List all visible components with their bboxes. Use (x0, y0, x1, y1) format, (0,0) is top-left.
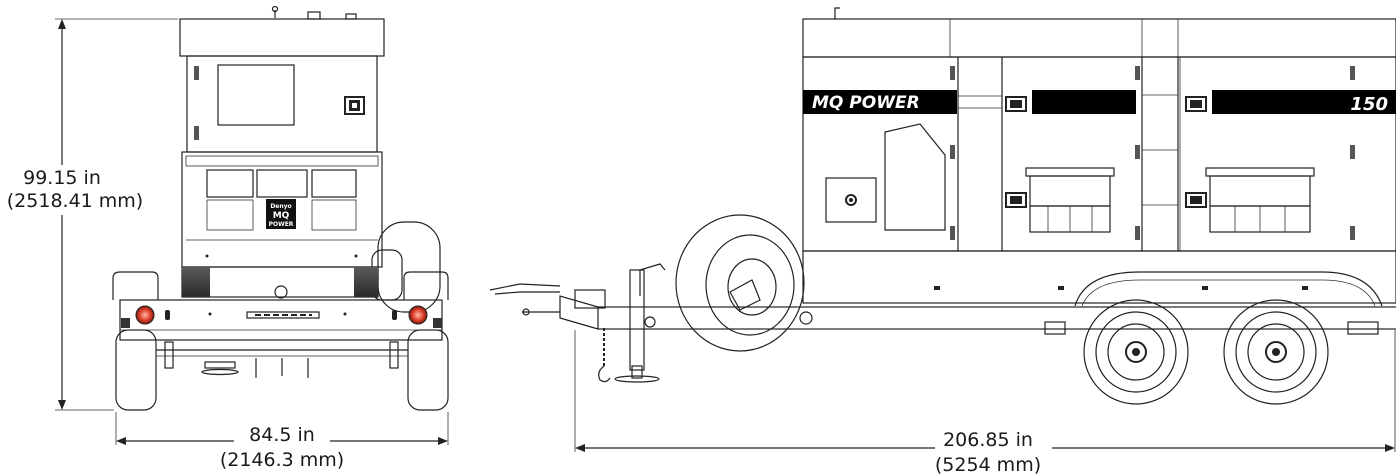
side-brand-logo: MQ POWER (812, 93, 920, 113)
side-view: MQ POWER 150 (489, 7, 1396, 476)
side-control-box (825, 177, 877, 223)
height-dimension: 99.15 in (2518.41 mm) (7, 18, 178, 411)
front-bumper (119, 299, 443, 341)
side-vent-right (1205, 167, 1315, 233)
front-window (217, 64, 295, 126)
side-brand-band-mid (1032, 90, 1136, 114)
side-wheel-rear (1223, 299, 1329, 405)
side-ladder (1142, 94, 1178, 206)
side-model-badge: 150 (1350, 94, 1388, 115)
front-view: Denyo MQ POWER (7, 5, 449, 471)
front-tire-right (407, 329, 449, 411)
front-enclosure-top (179, 18, 385, 57)
front-undercarriage (156, 341, 408, 378)
front-tire-left (115, 329, 157, 411)
length-dimension: 206.85 in (5254 mm) (574, 330, 1396, 476)
front-fender-right (403, 271, 449, 300)
side-skirt (802, 250, 1396, 304)
side-vent-left (1025, 167, 1115, 233)
height-label-mm: (2518.41 mm) (7, 190, 143, 212)
front-fender-left (112, 271, 159, 300)
side-brand-band-left (803, 90, 957, 114)
badge-mid-text: MQ (273, 211, 290, 221)
side-spare-tire (675, 214, 805, 352)
tail-lamp-left (135, 305, 155, 325)
badge-top-text: Denyo (270, 203, 291, 210)
side-fender (1074, 271, 1383, 307)
front-lower-skirt (181, 266, 379, 298)
side-enclosure-top (802, 18, 1396, 58)
jack-stand (614, 269, 660, 383)
length-label-mm: (5254 mm) (935, 454, 1041, 476)
width-label-in: 84.5 in (249, 424, 315, 446)
tail-lamp-right (408, 305, 428, 325)
front-grille-left (206, 169, 254, 198)
safety-chain (598, 328, 611, 383)
side-wheel-front (1083, 299, 1189, 405)
badge-bottom-text: POWER (269, 221, 294, 228)
trailer-frame (597, 306, 1396, 330)
front-roof-fittings (271, 5, 357, 20)
width-label-mm: (2146.3 mm) (220, 449, 344, 471)
side-brand-band-right (1212, 90, 1396, 114)
height-label-in: 99.15 in (23, 167, 101, 189)
front-grille-center (256, 169, 308, 198)
side-enclosure-body (802, 56, 1396, 252)
side-access-panel (884, 123, 946, 231)
trailer-hitch (489, 283, 561, 316)
front-door-latch (344, 96, 365, 115)
front-grille-right (311, 169, 357, 198)
front-brand-badge: Denyo MQ POWER (266, 199, 296, 229)
side-latches (1005, 96, 1207, 208)
width-dimension: 84.5 in (2146.3 mm) (115, 412, 449, 471)
length-label-in: 206.85 in (943, 429, 1033, 451)
